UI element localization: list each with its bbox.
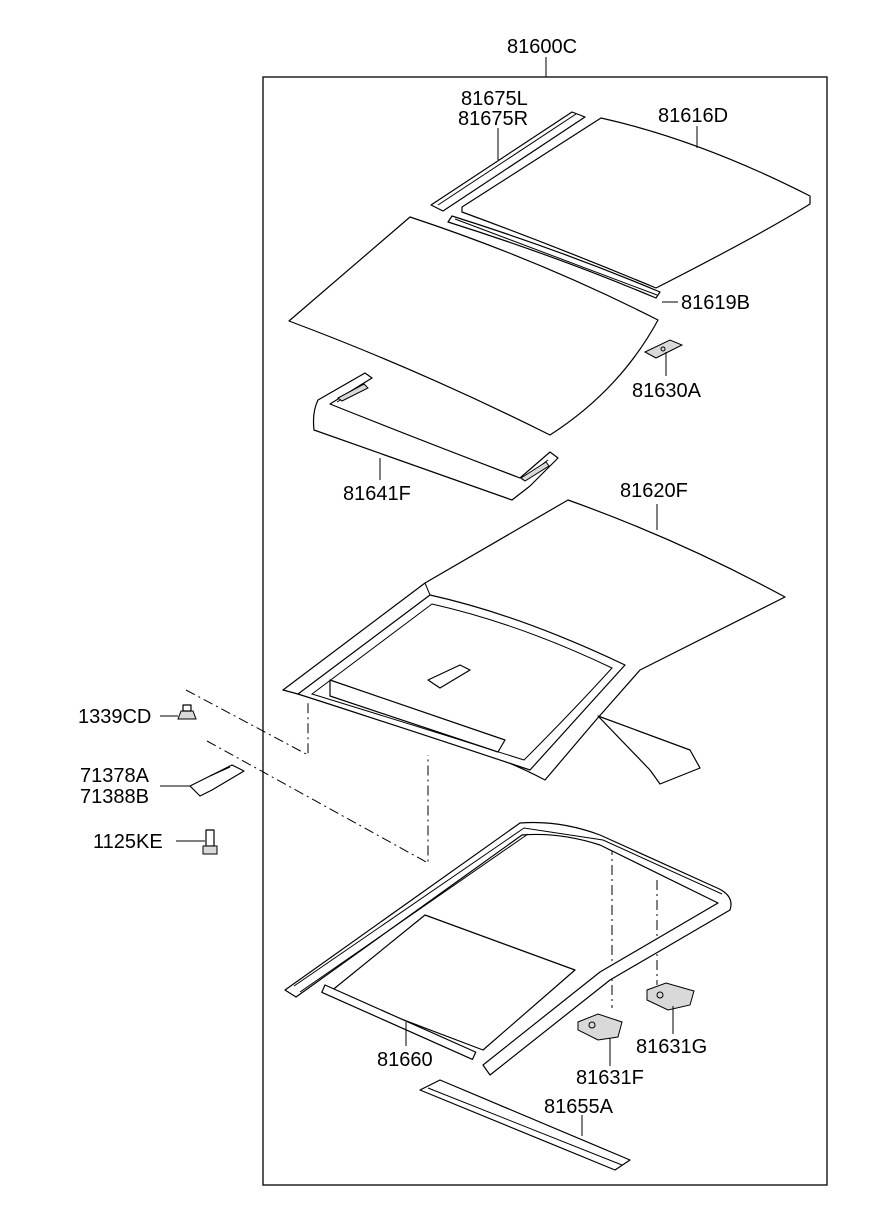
roof-frame-part bbox=[282, 499, 786, 785]
label-81655A: 81655A bbox=[544, 1096, 614, 1118]
label-71388B: 71388B bbox=[80, 786, 149, 808]
label-81675R: 81675R bbox=[458, 108, 528, 130]
mechanism-frame-part bbox=[284, 821, 732, 1076]
sunshade-part bbox=[321, 914, 576, 1061]
label-1125KE: 1125KE bbox=[93, 831, 163, 853]
clip-part bbox=[189, 764, 245, 797]
bracket-part bbox=[643, 339, 684, 359]
label-81619B: 81619B bbox=[681, 292, 750, 314]
label-81630A: 81630A bbox=[632, 380, 702, 402]
label-81660: 81660 bbox=[377, 1049, 433, 1071]
label-81620F: 81620F bbox=[620, 480, 688, 502]
glass-panel-part bbox=[288, 216, 659, 436]
front-seal-part bbox=[312, 372, 559, 501]
bolt-part bbox=[202, 829, 218, 855]
label-1339CD: 1339CD bbox=[78, 706, 151, 728]
motor-g-part bbox=[646, 982, 695, 1011]
label-81641F: 81641F bbox=[343, 483, 411, 505]
label-81631G: 81631G bbox=[636, 1036, 707, 1058]
label-71378A: 71378A bbox=[80, 765, 150, 787]
label-81616D: 81616D bbox=[658, 105, 728, 127]
nut-part bbox=[177, 704, 197, 720]
label-81675L: 81675L bbox=[461, 88, 528, 110]
rear-glass-part bbox=[461, 117, 811, 289]
assembly-frame-box bbox=[262, 76, 828, 1186]
label-81631F: 81631F bbox=[576, 1067, 644, 1089]
label-81600C: 81600C bbox=[507, 36, 577, 58]
wind-deflector-part bbox=[430, 111, 586, 212]
drain-cover-part bbox=[419, 1079, 631, 1171]
weatherstrip-part bbox=[447, 215, 661, 299]
motor-f-part bbox=[577, 1013, 623, 1041]
